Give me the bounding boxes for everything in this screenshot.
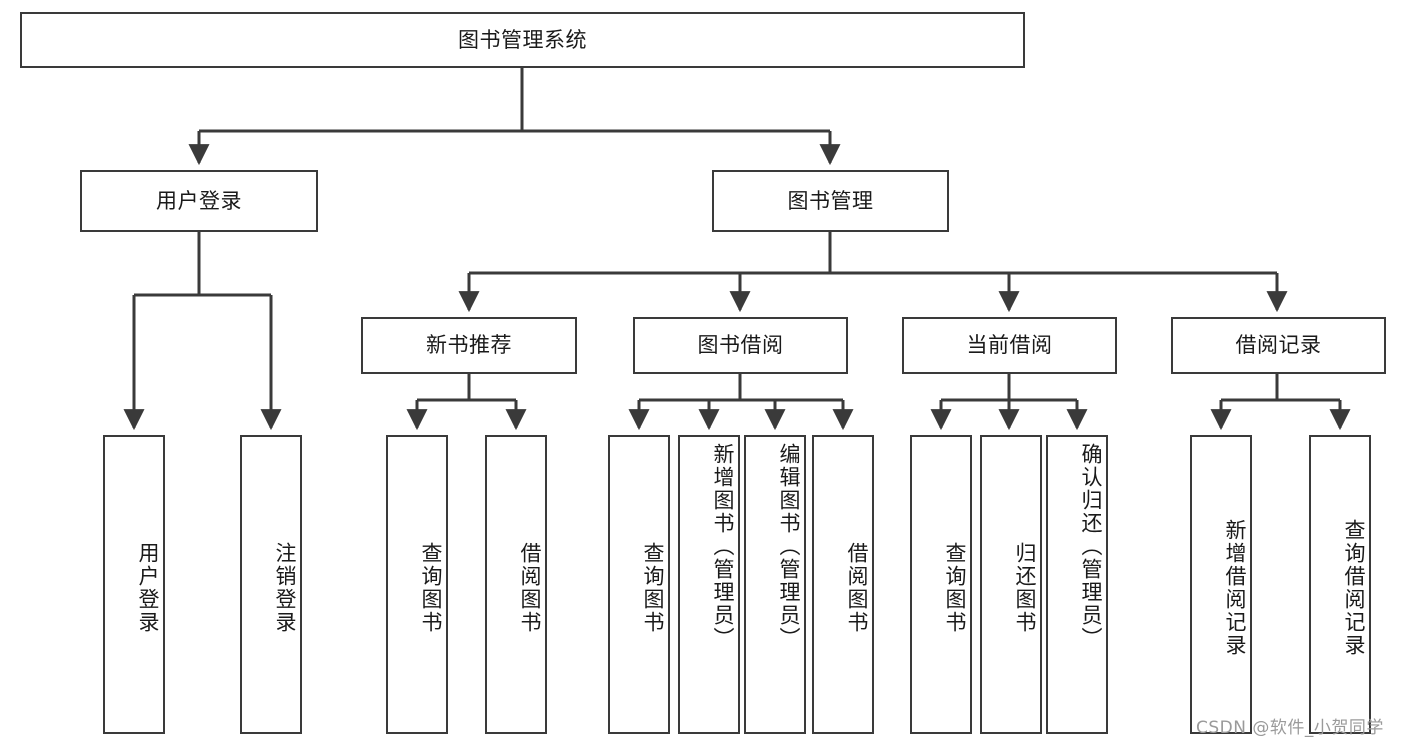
node-root-label: 图书管理系统 bbox=[458, 27, 587, 52]
leaf-query-book-recommend[interactable]: 查询图书 bbox=[386, 435, 448, 734]
node-root[interactable]: 图书管理系统 bbox=[20, 12, 1025, 68]
node-new-book-recommend[interactable]: 新书推荐 bbox=[361, 317, 577, 374]
node-book-borrow-label: 图书借阅 bbox=[697, 333, 784, 358]
leaf-query-book-current-label: 查询图书 bbox=[943, 541, 967, 634]
leaf-user-login[interactable]: 用户登录 bbox=[103, 435, 165, 734]
node-current-borrow[interactable]: 当前借阅 bbox=[902, 317, 1117, 374]
leaf-borrow-book-recommend-label: 借阅图书 bbox=[518, 541, 542, 634]
node-borrow-record-label: 借阅记录 bbox=[1235, 333, 1322, 358]
leaf-query-borrow-record[interactable]: 查询借阅记录 bbox=[1309, 435, 1371, 734]
node-book-borrow[interactable]: 图书借阅 bbox=[633, 317, 848, 374]
node-user-login[interactable]: 用户登录 bbox=[80, 170, 318, 232]
leaf-return-book[interactable]: 归还图书 bbox=[980, 435, 1042, 734]
watermark-text: CSDN @软件_小贺同学 bbox=[1196, 718, 1384, 738]
leaf-confirm-return[interactable]: 确认归还（管理员） bbox=[1046, 435, 1108, 734]
leaf-query-book-borrow-label: 查询图书 bbox=[641, 541, 665, 634]
leaf-confirm-return-label: 确认归还（管理员） bbox=[1079, 443, 1103, 650]
leaf-borrow-book-borrow-label: 借阅图书 bbox=[845, 541, 869, 634]
leaf-query-book-current[interactable]: 查询图书 bbox=[910, 435, 972, 734]
leaf-logout[interactable]: 注销登录 bbox=[240, 435, 302, 734]
node-current-borrow-label: 当前借阅 bbox=[966, 333, 1053, 358]
leaf-query-borrow-record-label: 查询借阅记录 bbox=[1342, 518, 1366, 657]
leaf-edit-book[interactable]: 编辑图书（管理员） bbox=[744, 435, 806, 734]
leaf-query-book-borrow[interactable]: 查询图书 bbox=[608, 435, 670, 734]
node-book-manage[interactable]: 图书管理 bbox=[712, 170, 949, 232]
node-user-login-label: 用户登录 bbox=[156, 188, 242, 213]
leaf-add-book-label: 新增图书（管理员） bbox=[711, 443, 735, 650]
leaf-borrow-book-borrow[interactable]: 借阅图书 bbox=[812, 435, 874, 734]
leaf-return-book-label: 归还图书 bbox=[1013, 541, 1037, 634]
leaf-borrow-book-recommend[interactable]: 借阅图书 bbox=[485, 435, 547, 734]
leaf-add-borrow-record[interactable]: 新增借阅记录 bbox=[1190, 435, 1252, 734]
leaf-edit-book-label: 编辑图书（管理员） bbox=[777, 443, 801, 650]
leaf-add-borrow-record-label: 新增借阅记录 bbox=[1223, 518, 1247, 657]
leaf-query-book-recommend-label: 查询图书 bbox=[419, 541, 443, 634]
leaf-user-login-label: 用户登录 bbox=[136, 541, 160, 634]
leaf-add-book[interactable]: 新增图书（管理员） bbox=[678, 435, 740, 734]
node-new-book-recommend-label: 新书推荐 bbox=[426, 333, 512, 358]
node-book-manage-label: 图书管理 bbox=[787, 188, 874, 213]
node-borrow-record[interactable]: 借阅记录 bbox=[1171, 317, 1386, 374]
leaf-logout-label: 注销登录 bbox=[273, 541, 297, 634]
